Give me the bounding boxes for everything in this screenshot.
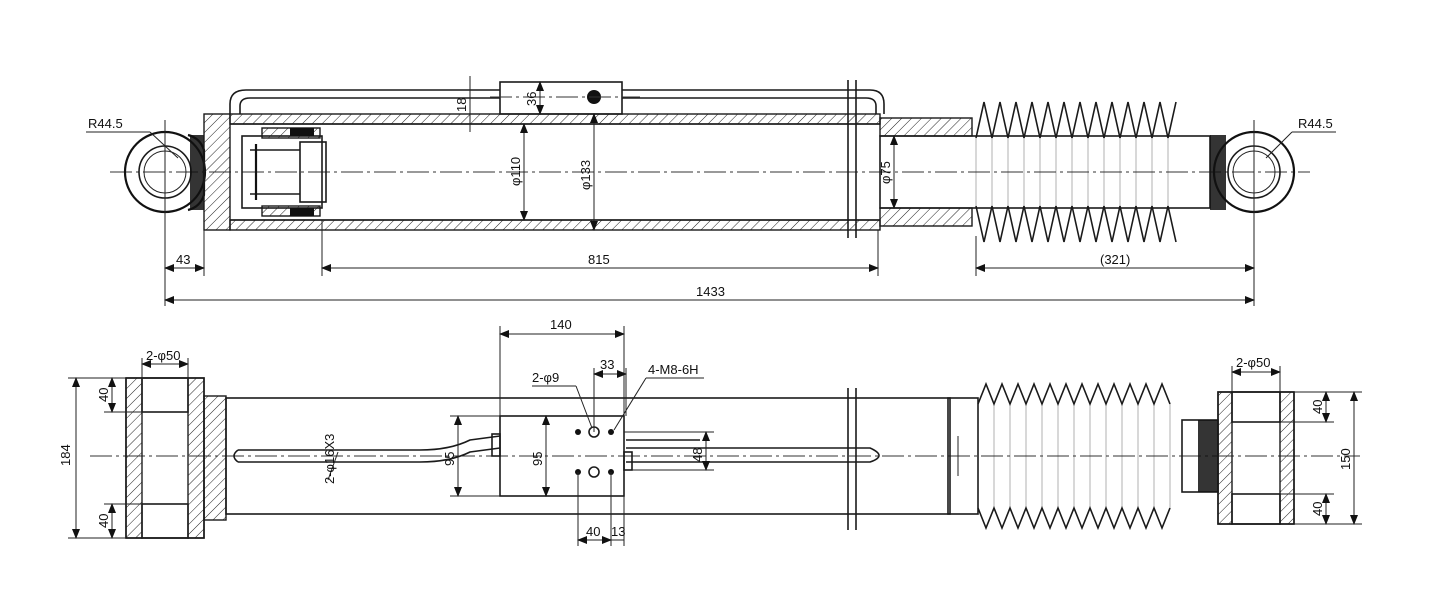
piston <box>241 127 327 217</box>
top-view: R44.5 R44.5 φ110 φ133 φ75 18 36 43 815 (… <box>86 76 1336 306</box>
block-offset-48-label: 48 <box>690 448 705 462</box>
rod-dia-label: φ75 <box>878 161 893 184</box>
bore-dia-label: φ110 <box>508 157 523 186</box>
block-side-height-label: 95 <box>442 452 457 466</box>
right-eye <box>1210 120 1296 300</box>
block-height-label: 36 <box>524 92 539 106</box>
holes-small-label: 2-φ9 <box>532 370 559 385</box>
eye-top-label: 40 <box>96 388 111 402</box>
manifold-holes <box>575 426 614 478</box>
pipe-offset-label: 18 <box>454 98 469 112</box>
pin-dia-right-label: 2-φ50 <box>1236 355 1270 370</box>
block-inner-height-label: 95 <box>530 452 545 466</box>
eye-bottom-label: 40 <box>96 514 111 528</box>
hole-offset-label: 33 <box>600 357 614 372</box>
stroke-length-label: 815 <box>588 252 610 267</box>
overall-length-label: 1433 <box>696 284 725 299</box>
hole-edge-label: 13 <box>611 524 625 539</box>
pipe-right <box>626 447 880 463</box>
gland-bottom <box>879 207 973 227</box>
pipe-left-upper <box>238 435 501 451</box>
radius-left-label: R44.5 <box>88 116 123 131</box>
tube-wall-bottom <box>229 219 881 231</box>
cylinder-body-plan <box>225 397 951 515</box>
pin-dia-left-label: 2-φ50 <box>146 348 180 363</box>
left-eye-block <box>125 377 227 539</box>
hole-spacing-label: 40 <box>586 524 600 539</box>
thread-holes-label: 4-M8-6H <box>648 362 699 377</box>
boot-length-label: (321) <box>1100 252 1130 267</box>
right-eye-width-label: 150 <box>1338 448 1353 470</box>
tube-dia-label: φ133 <box>578 160 593 190</box>
bottom-view: 184 40 40 2-φ50 2-φ16X3 140 33 2-φ9 4-M8… <box>58 317 1362 546</box>
transfer-pipe-top <box>229 81 885 115</box>
eye-end-length-label: 43 <box>176 252 190 267</box>
manifold-block-top <box>499 81 623 115</box>
left-end-cap <box>203 113 231 231</box>
block-width-label: 140 <box>550 317 572 332</box>
bellows-boot-top <box>975 101 1177 243</box>
right-eye-bottom-label: 40 <box>1310 502 1325 516</box>
radius-right-label: R44.5 <box>1298 116 1333 131</box>
pipe-spec-label: 2-φ16X3 <box>322 434 337 484</box>
eye-width-label: 184 <box>58 444 73 466</box>
right-eye-block <box>1217 391 1295 525</box>
right-eye-top-label: 40 <box>1310 400 1325 414</box>
tube-wall-top <box>229 113 881 125</box>
gland-top <box>879 117 973 137</box>
